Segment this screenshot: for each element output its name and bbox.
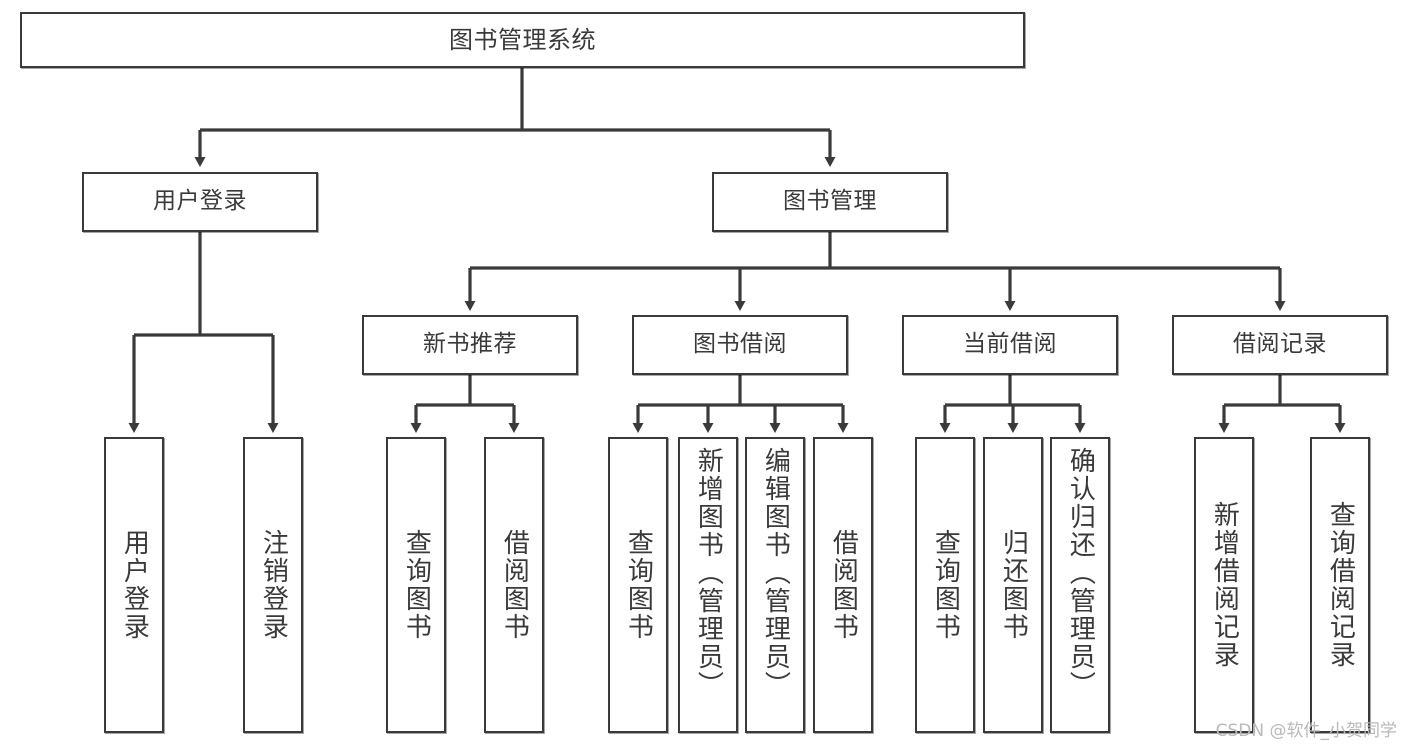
leaf-borrow-record-query-record[interactable]: 查询借阅记录 — [1310, 437, 1370, 733]
node-label: 图书管理 — [783, 188, 877, 215]
node-root-system[interactable]: 图书管理系统 — [20, 12, 1025, 68]
node-label: 注销登录 — [258, 529, 289, 641]
node-current-borrow[interactable]: 当前借阅 — [902, 315, 1118, 375]
node-label: 查询图书 — [401, 529, 432, 641]
leaf-user-login-logout[interactable]: 注销登录 — [243, 437, 303, 733]
leaf-borrow-record-add-record[interactable]: 新增借阅记录 — [1194, 437, 1254, 733]
node-label: 借阅图书 — [828, 529, 859, 641]
node-label: 借阅记录 — [1233, 331, 1327, 358]
leaf-book-borrow-edit-book[interactable]: 编辑图书（管理员） — [745, 437, 805, 733]
leaf-new-book-query-book[interactable]: 查询图书 — [386, 437, 446, 733]
node-label: 查询借阅记录 — [1325, 501, 1356, 669]
leaf-current-borrow-confirm-return[interactable]: 确认归还（管理员） — [1050, 437, 1110, 733]
leaf-book-borrow-query-book[interactable]: 查询图书 — [608, 437, 668, 733]
node-label: 新增图书（管理员） — [693, 447, 724, 699]
node-label: 新书推荐 — [423, 331, 517, 358]
node-label: 查询图书 — [930, 529, 961, 641]
node-label: 用户登录 — [153, 188, 247, 215]
node-label: 确认归还（管理员） — [1065, 447, 1096, 699]
leaf-user-login-login[interactable]: 用户登录 — [104, 437, 164, 733]
node-label: 查询图书 — [623, 529, 654, 641]
node-user-login[interactable]: 用户登录 — [82, 172, 318, 232]
node-borrow-record[interactable]: 借阅记录 — [1172, 315, 1388, 375]
node-label: 归还图书 — [998, 529, 1029, 641]
node-label: 借阅图书 — [499, 529, 530, 641]
node-label: 图书管理系统 — [449, 25, 596, 54]
node-book-borrow[interactable]: 图书借阅 — [632, 315, 848, 375]
leaf-new-book-borrow-book[interactable]: 借阅图书 — [484, 437, 544, 733]
leaf-current-borrow-query-book[interactable]: 查询图书 — [915, 437, 975, 733]
leaf-book-borrow-add-book[interactable]: 新增图书（管理员） — [678, 437, 738, 733]
leaf-book-borrow-borrow-book[interactable]: 借阅图书 — [813, 437, 873, 733]
watermark-text: CSDN @软件_小贺同学 — [1215, 721, 1397, 741]
node-label: 编辑图书（管理员） — [760, 447, 791, 699]
node-label: 新增借阅记录 — [1209, 501, 1240, 669]
node-label: 当前借阅 — [963, 331, 1057, 358]
node-book-management[interactable]: 图书管理 — [712, 172, 948, 232]
node-new-book-recommend[interactable]: 新书推荐 — [362, 315, 578, 375]
node-label: 图书借阅 — [693, 331, 787, 358]
node-label: 用户登录 — [119, 529, 150, 641]
leaf-current-borrow-return-book[interactable]: 归还图书 — [983, 437, 1043, 733]
